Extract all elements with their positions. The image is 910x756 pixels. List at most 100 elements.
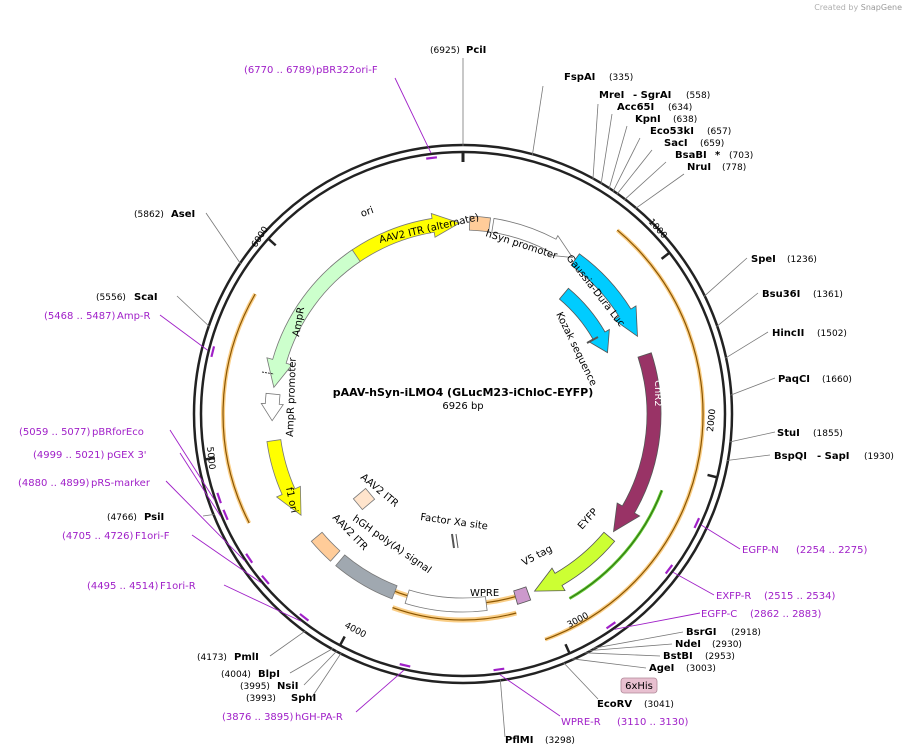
enzyme-acc65i-pos: (634): [668, 103, 692, 113]
enzyme-sphi[interactable]: SphI: [291, 693, 316, 704]
feature-factor-xa-mark-2: [455, 533, 459, 549]
enzyme-agei[interactable]: AgeI: [649, 663, 674, 674]
enzyme-hincii-pos: (1502): [817, 329, 847, 339]
enzyme-ndei[interactable]: NdeI: [675, 639, 701, 650]
tick-mark: [564, 643, 571, 654]
enzyme-blpi-pos: (4004): [221, 670, 251, 680]
enzyme-paqci-pos: (1660): [822, 375, 852, 385]
his-tag-label: 6xHis: [625, 681, 653, 692]
primer-wpre-r[interactable]: WPRE-R: [561, 717, 601, 728]
primer-site-mark: [299, 613, 310, 622]
primer-f1ori-f[interactable]: F1ori-F: [135, 531, 170, 542]
enzyme-nsii[interactable]: NsiI: [277, 681, 298, 692]
feature-kozak-mark[interactable]: [586, 336, 599, 344]
orange-arcs: [221, 228, 706, 642]
enzyme-callout: [303, 650, 338, 686]
enzyme-pflmi[interactable]: PflMI: [505, 735, 533, 746]
feature-eyfp-arrow[interactable]: [533, 531, 616, 592]
enzyme-bstbi[interactable]: BstBI: [663, 651, 693, 662]
tick-label-5000: 5000: [204, 446, 216, 470]
feature-aav2-itr-box[interactable]: [310, 531, 341, 562]
enzyme-blpi[interactable]: BlpI: [258, 669, 280, 680]
enzyme-sphi-pos: (3993): [246, 694, 276, 704]
enzyme-psii[interactable]: PsiI: [144, 512, 164, 523]
primer-f1ori-r[interactable]: F1ori-R: [160, 581, 196, 592]
primer-pgex3[interactable]: pGEX 3': [107, 450, 147, 461]
enzyme-scai-pos: (5556): [96, 293, 126, 303]
enzyme-nrui[interactable]: NruI: [687, 162, 711, 173]
feature-aav2-itr-alternate-box[interactable]: [469, 215, 492, 233]
enzyme-psii-pos: (4766): [107, 513, 137, 523]
primer-callout-lines: [159, 77, 741, 717]
position-ticks: [204, 152, 718, 654]
primer-prs-marker[interactable]: pRS-marker: [91, 478, 151, 489]
primer-egfp-c[interactable]: EGFP-C: [701, 609, 737, 620]
his-tag-badge[interactable]: 6xHis: [620, 677, 658, 694]
feature-factor-xa-mark[interactable]: [451, 533, 455, 549]
enzyme-callout: [311, 652, 342, 698]
enzyme-pcii[interactable]: PciI: [466, 45, 486, 56]
feature-v5-tag-box[interactable]: [513, 586, 532, 605]
primer-site-mark: [493, 667, 505, 672]
enzyme-callout: [724, 331, 769, 359]
feature-hsyn-promoter-arrow[interactable]: [491, 217, 574, 259]
enzyme-nrui-pos: (778): [722, 163, 746, 173]
enzyme-saci[interactable]: SacI: [664, 138, 688, 149]
enzyme-sapi[interactable]: - SapI: [817, 451, 849, 462]
feature-f1-ori-arrow[interactable]: [266, 439, 302, 517]
tick-label-2000: 2000: [706, 408, 718, 432]
enzyme-bsabi[interactable]: BsaBI: [675, 150, 707, 161]
enzyme-acc65i[interactable]: Acc65I: [617, 102, 654, 113]
primer-exfp-r-pos: (2515 .. 2534): [764, 591, 836, 602]
primer-site-mark: [399, 663, 411, 668]
primer-egfp-n[interactable]: EGFP-N: [742, 545, 779, 556]
tick-mark: [267, 237, 277, 247]
enzyme-spei[interactable]: SpeI: [751, 254, 776, 265]
primer-egfp-n-pos: (2254 .. 2275): [796, 545, 868, 556]
feature-ampr-promoter-arrow[interactable]: [260, 392, 284, 422]
enzyme-hincii[interactable]: HincII: [772, 328, 804, 339]
primer-amp-r[interactable]: Amp-R: [117, 311, 151, 322]
primer-pbr322ori-f[interactable]: pBR322ori-F: [316, 65, 378, 76]
enzyme-ndei-pos: (2930): [712, 640, 742, 650]
enzyme-bsrgi[interactable]: BsrGI: [686, 627, 716, 638]
enzyme-pmli[interactable]: PmlI: [234, 652, 259, 663]
primer-callout: [672, 571, 715, 596]
enzyme-kpni[interactable]: KpnI: [635, 114, 661, 125]
enzyme-agei-pos: (3003): [686, 664, 716, 674]
feature-ori-arrow[interactable]: [329, 212, 461, 278]
primer-hgh-pa-r[interactable]: hGH-PA-R: [295, 712, 343, 723]
enzyme-fspai[interactable]: FspAI: [564, 72, 595, 83]
label-ori: ori: [359, 205, 375, 220]
primer-pbrforeco[interactable]: pBRforEco: [92, 427, 144, 438]
enzyme-asei[interactable]: AseI: [171, 209, 195, 220]
primer-pgex3-pos: (4999 .. 5021): [33, 450, 105, 461]
feature-ampr-arrow[interactable]: [266, 249, 361, 389]
enzyme-bsu36i-pos: (1361): [813, 290, 843, 300]
enzyme-stui[interactable]: StuI: [777, 428, 800, 439]
feature-wpre-box[interactable]: [404, 589, 488, 613]
enzyme-paqci[interactable]: PaqCI: [778, 374, 810, 385]
features: [260, 212, 662, 613]
enzyme-scai[interactable]: ScaI: [134, 292, 158, 303]
enzyme-asei-pos: (5862): [134, 210, 164, 220]
enzyme-ecorv[interactable]: EcoRV: [597, 699, 632, 710]
enzyme-sgrai[interactable]: - SgrAI: [633, 90, 671, 101]
feature-chr2-arrow[interactable]: [613, 352, 662, 533]
enzyme-eco53ki[interactable]: Eco53kI: [650, 126, 694, 137]
enzyme-callout: [703, 257, 748, 297]
feature-aav2-itr-inner-box[interactable]: [352, 487, 376, 511]
primer-wpre-r-pos: (3110 .. 3130): [617, 717, 689, 728]
enzyme-bspqi[interactable]: BspQI: [774, 451, 807, 462]
enzyme-callout-lines: [176, 58, 776, 738]
enzyme-bsu36i[interactable]: Bsu36I: [762, 289, 800, 300]
primer-site-mark: [210, 346, 216, 358]
enzyme-bsrgi-pos: (2918): [731, 628, 761, 638]
tick-label-4000: 4000: [343, 621, 368, 641]
feature-hgh-polya-box[interactable]: [335, 554, 398, 600]
enzyme-mrei[interactable]: MreI: [599, 90, 624, 101]
tick-mark: [338, 635, 346, 646]
feature-gaussia-dura-luc-arrow[interactable]: [570, 253, 638, 338]
primer-exfp-r[interactable]: EXFP-R: [716, 591, 751, 602]
enzyme-callout: [730, 377, 776, 396]
